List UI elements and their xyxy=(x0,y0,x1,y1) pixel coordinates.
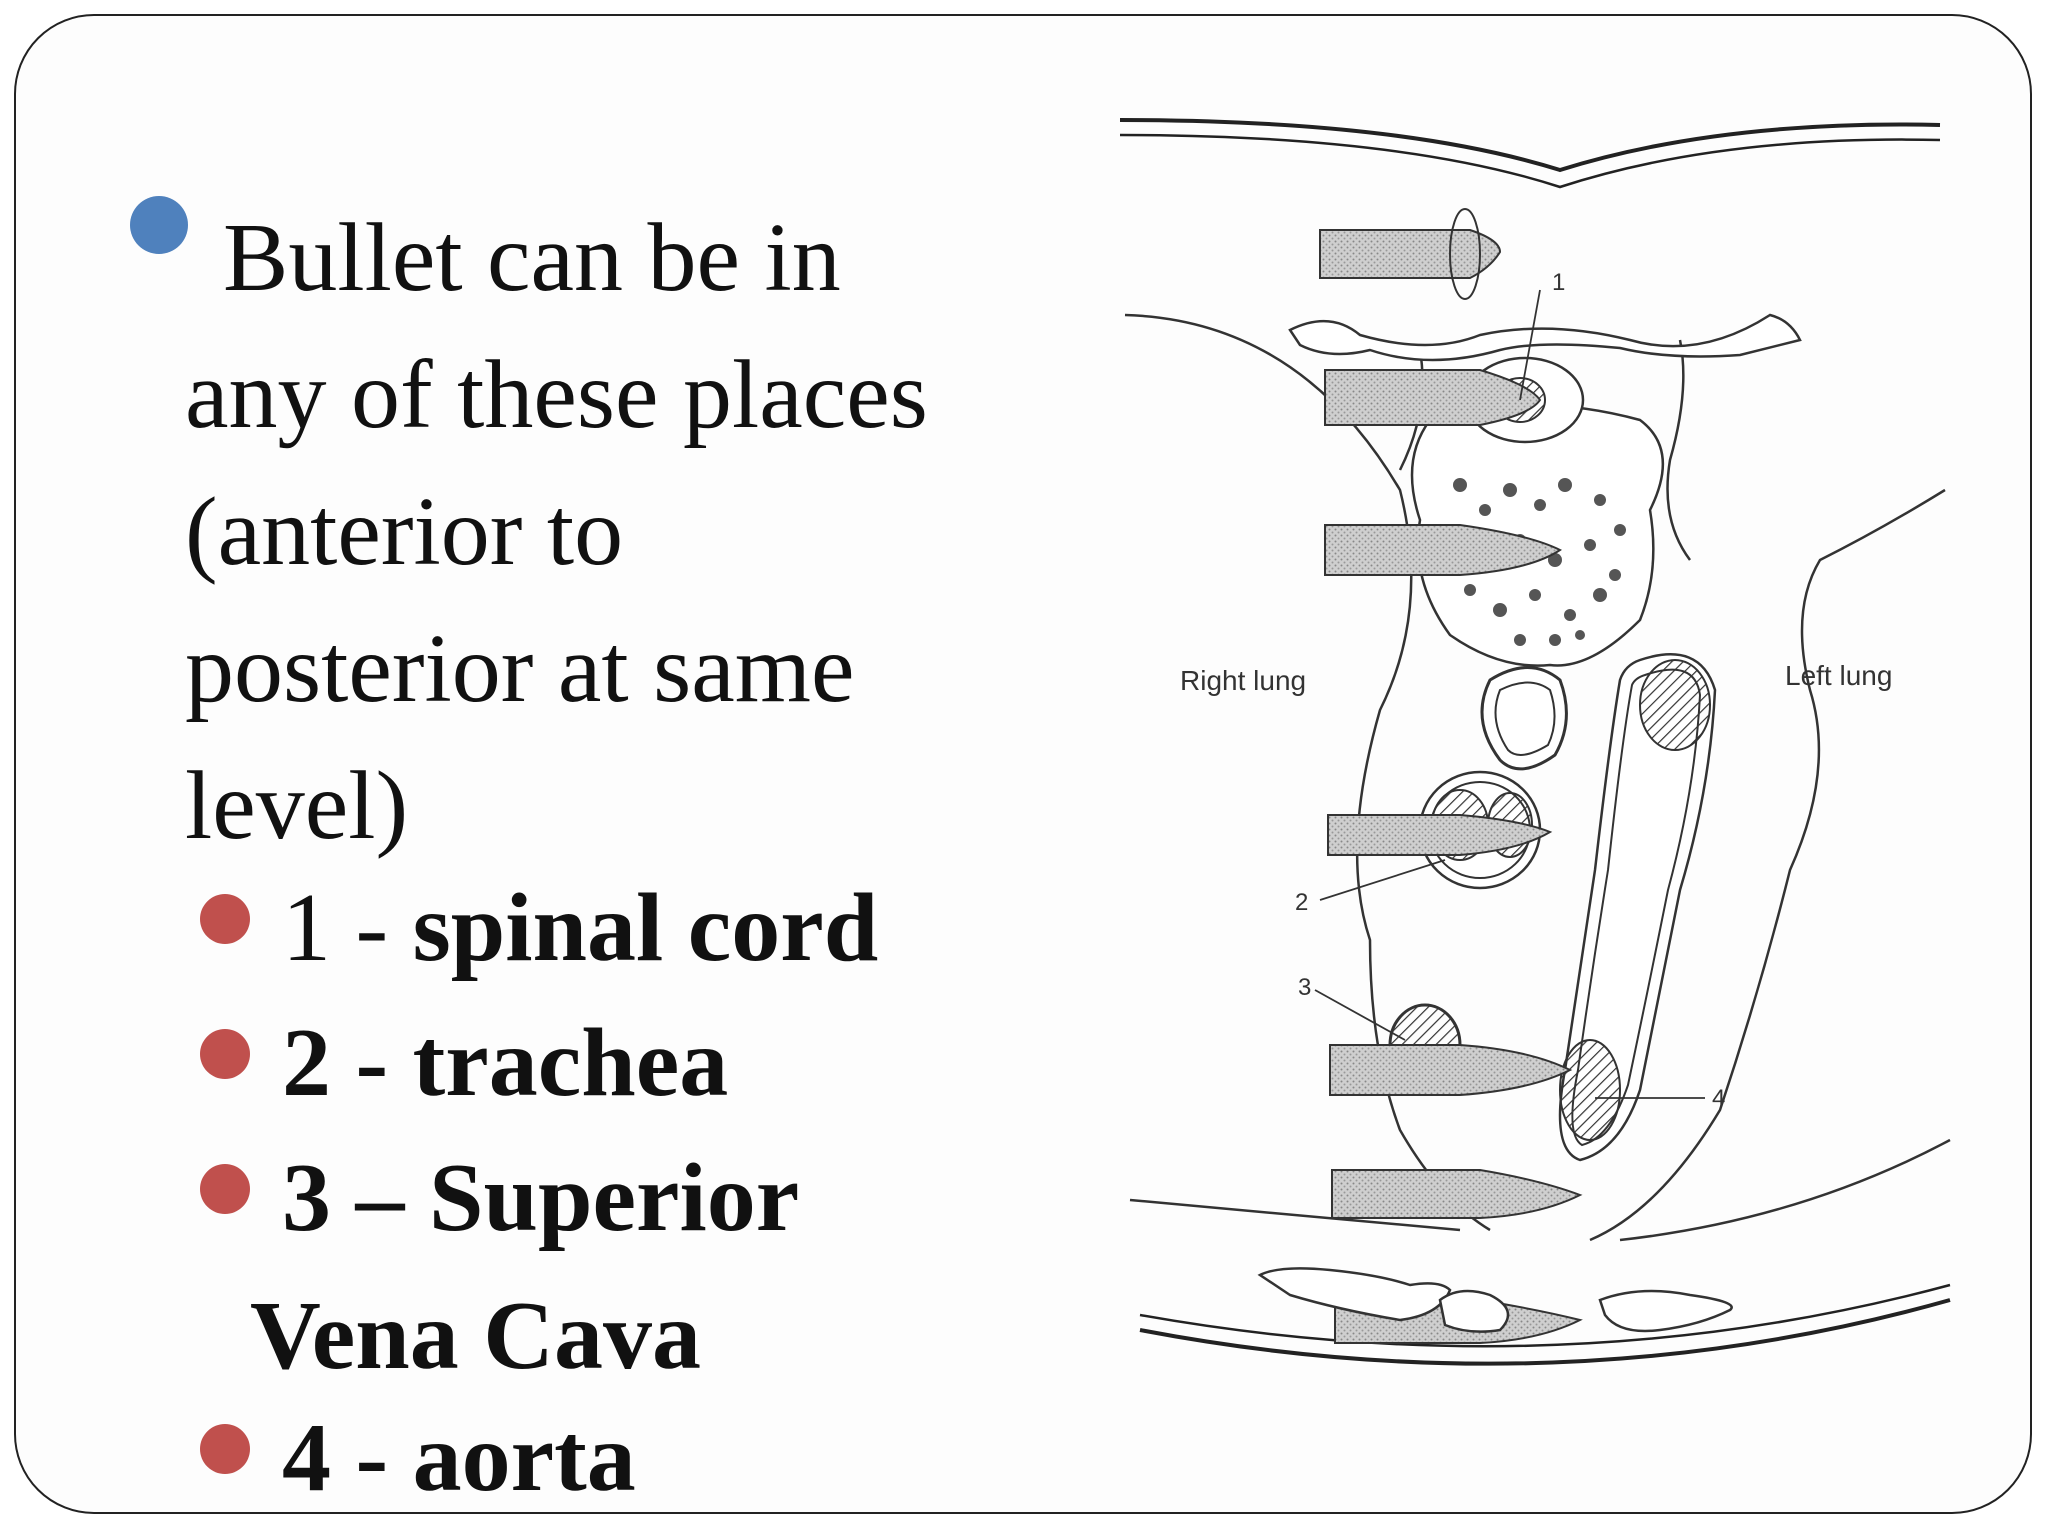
main-bullet-text: Bullet can be in any of these places (an… xyxy=(185,190,985,875)
main-bullet-line: posterior at same xyxy=(185,615,855,723)
main-bullet-line: (anterior to xyxy=(185,478,624,586)
esophagus xyxy=(1480,666,1568,771)
sub-item-bold: 2 - trachea xyxy=(282,1009,729,1117)
chest-wall-posterior xyxy=(1139,1283,1951,1366)
sub-item-text: 4 - aorta xyxy=(282,1402,636,1514)
bullet-shape xyxy=(1319,229,1502,279)
sub-item-text: 1 - spinal cord xyxy=(282,872,878,984)
bullet-shape xyxy=(1327,814,1553,856)
sub-bullet-dot xyxy=(200,1164,250,1214)
sub-bullet-dot xyxy=(200,1424,250,1474)
sub-item-bold: 3 – Superior xyxy=(282,1144,800,1252)
sub-item-text: 2 - trachea xyxy=(282,1007,728,1119)
label-number-1: 1 xyxy=(1552,269,1565,296)
diagram-labels: Right lung Left lung 1 2 3 4 xyxy=(1180,269,1892,1112)
main-bullet-line: Bullet can be in xyxy=(223,204,841,312)
thorax-cross-section-diagram: Right lung Left lung 1 2 3 4 xyxy=(1119,118,1951,1366)
sternum xyxy=(1288,313,1802,362)
main-bullet-line: level) xyxy=(185,752,409,860)
bullet-shape xyxy=(1324,524,1562,576)
sub-bullet-dot xyxy=(200,1029,250,1079)
bullet-shape xyxy=(1331,1169,1583,1219)
posterior-ribs xyxy=(1257,1267,1733,1333)
main-bullet-dot xyxy=(130,196,188,254)
sub-item-prefix: 1 - xyxy=(282,874,413,982)
label-number-3: 3 xyxy=(1298,974,1311,1001)
label-right-lung: Right lung xyxy=(1180,665,1306,696)
bullet-positions xyxy=(1319,208,1583,1344)
label-number-4: 4 xyxy=(1712,1085,1725,1112)
sub-item-bold: 4 - aorta xyxy=(282,1404,636,1512)
bullet-shape xyxy=(1329,1044,1573,1096)
chest-wall-anterior xyxy=(1119,118,1941,189)
aorta-marker xyxy=(1559,1039,1621,1141)
bullet-shape xyxy=(1324,369,1542,426)
sub-item-continuation: Vena Cava xyxy=(250,1282,702,1390)
main-bullet-line: any of these places xyxy=(185,341,928,449)
aorta-vessel xyxy=(1558,653,1717,1162)
label-number-2: 2 xyxy=(1295,889,1308,916)
sub-item-bold: spinal cord xyxy=(412,874,879,982)
sub-bullet-dot xyxy=(200,894,250,944)
leader-lines xyxy=(1314,289,1705,1099)
sub-item-text: 3 – Superior xyxy=(282,1142,799,1254)
label-left-lung: Left lung xyxy=(1785,660,1892,691)
